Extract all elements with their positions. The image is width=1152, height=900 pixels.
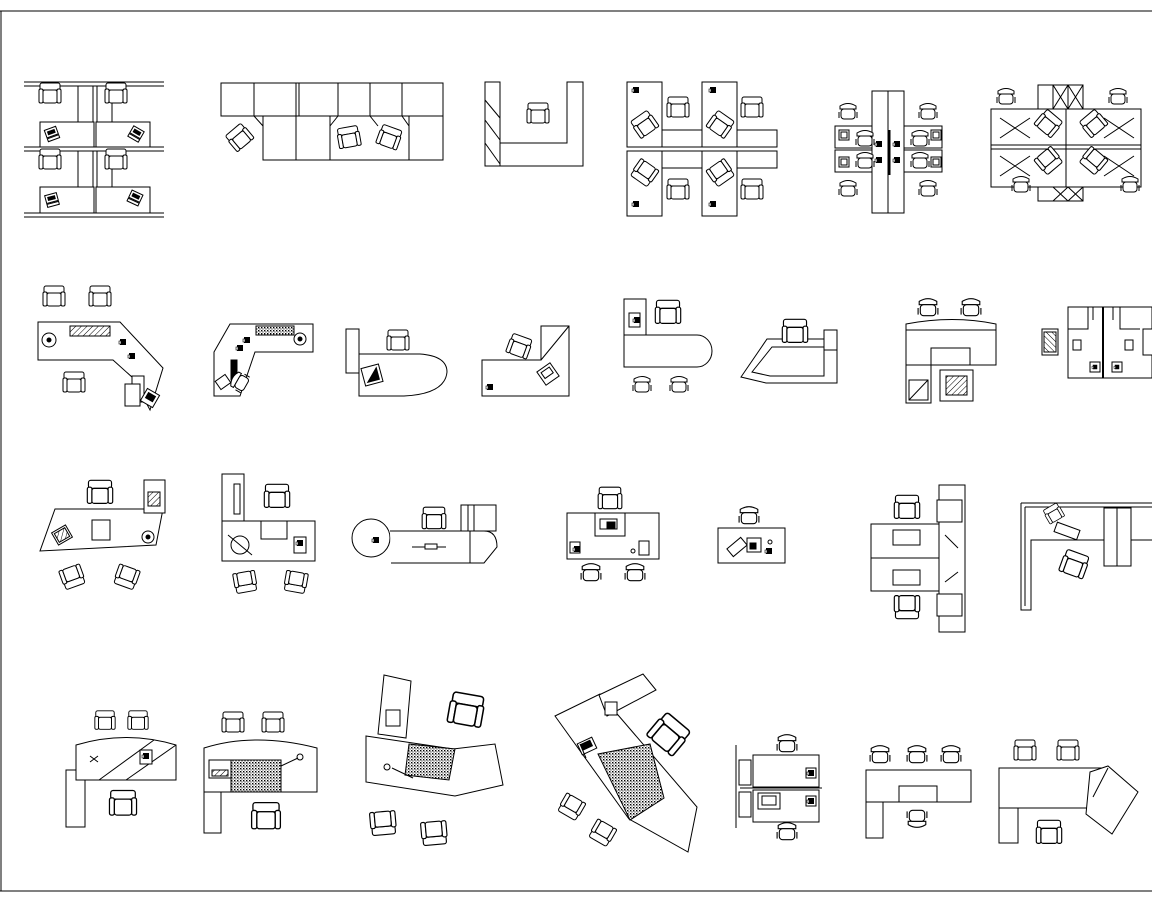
cluster-4-corner-desks [626,81,778,217]
paired-cubicles [1041,306,1152,379]
curved-desk [345,328,448,397]
small-desk [717,506,786,564]
desk-with-return [221,473,316,595]
desk-with-angled-return [998,739,1139,845]
sheet-border [0,10,1152,892]
face-to-face-desks [870,484,966,633]
bench-4-desk-cluster [834,90,943,214]
executive-desk-hatched-rug [203,711,318,834]
workstation-row-panels [220,82,444,161]
angled-executive-desk [365,674,504,847]
desk-with-round-table [351,504,498,564]
boat-shaped-desk [39,479,166,591]
corner-workstation-panel [1020,502,1152,611]
curved-front-desk [65,710,177,828]
desk-with-rounded-end [623,298,713,393]
corner-desk [481,325,570,397]
u-desk-single [484,81,584,167]
training-desk [865,745,972,839]
executive-angled-desk [37,285,164,412]
cubicle-stack-4 [24,81,164,218]
desk-with-side-panel [735,734,822,841]
l-desk-small [213,323,314,397]
rotated-executive-suite [554,673,698,853]
reception-angled-desk [740,318,838,384]
pod-4-partitioned [990,84,1142,202]
rectangular-desk-2-chairs [566,486,660,582]
desk-with-cabinet [905,298,997,404]
